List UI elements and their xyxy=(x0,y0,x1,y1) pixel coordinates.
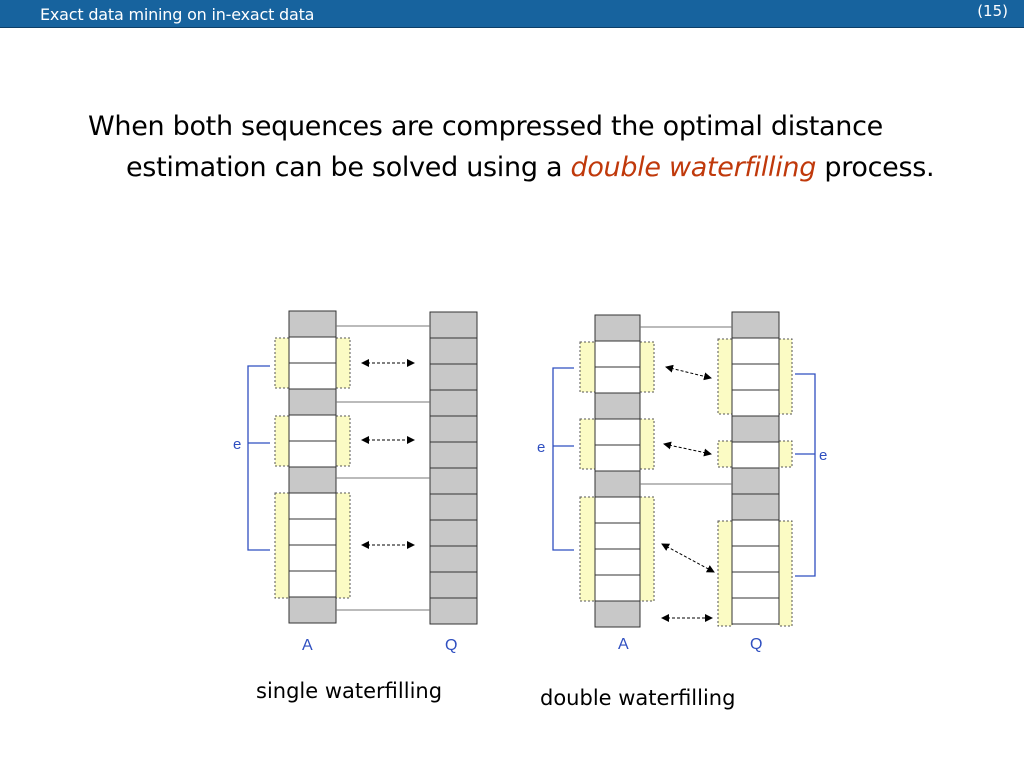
single-connectors xyxy=(336,325,430,611)
header-bar: Exact data mining on in-exact data (15) xyxy=(0,0,1024,28)
body-text-highlight: double waterfilling xyxy=(570,152,817,183)
single-yellow-bands xyxy=(274,337,351,599)
caption-single-waterfilling: single waterfilling xyxy=(256,679,443,703)
double-waterfilling-diagram: e e A Q xyxy=(537,311,827,653)
slide-title: Exact data mining on in-exact data xyxy=(40,5,315,24)
double-arrows xyxy=(661,364,715,622)
double-e-label-left: e xyxy=(537,439,545,456)
double-label-q: Q xyxy=(750,636,762,653)
single-label-q: Q xyxy=(445,637,457,654)
double-yellow-bands-q xyxy=(717,338,793,627)
double-yellow-bands-a xyxy=(579,341,655,602)
single-column-a xyxy=(288,310,337,624)
single-column-q xyxy=(429,311,478,625)
double-connectors xyxy=(640,326,732,485)
double-column-a xyxy=(594,314,641,628)
body-text-end: process. xyxy=(816,152,935,183)
single-e-label: e xyxy=(233,436,241,453)
single-label-a: A xyxy=(302,637,313,654)
single-e-bracket xyxy=(247,365,270,551)
double-e-bracket-left xyxy=(552,367,574,551)
single-waterfilling-diagram: e A Q xyxy=(233,310,478,654)
double-column-q xyxy=(731,311,780,625)
slide-number: (15) xyxy=(977,2,1008,20)
body-paragraph: When both sequences are compressed the o… xyxy=(88,106,986,188)
double-e-label-right: e xyxy=(819,447,827,464)
body-text-start: When both sequences are compressed the o… xyxy=(88,111,883,183)
caption-double-waterfilling: double waterfilling xyxy=(540,686,736,710)
double-e-bracket-right xyxy=(795,373,816,577)
single-arrows xyxy=(361,359,415,549)
double-label-a: A xyxy=(618,636,629,653)
